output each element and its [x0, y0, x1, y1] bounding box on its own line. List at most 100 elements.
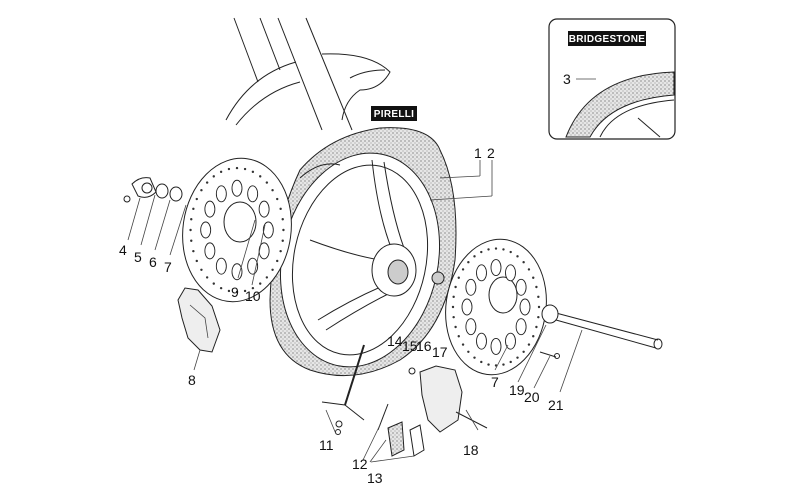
- svg-text:PIRELLI: PIRELLI: [374, 109, 414, 120]
- bridgestone-inset: BRIDGESTONE: [548, 18, 676, 140]
- disc-drill-dot: [454, 325, 457, 329]
- disc-drill-dot: [205, 181, 209, 184]
- disc-drill-dot: [454, 285, 457, 289]
- disc-vent-hole: [465, 318, 477, 336]
- disc-drill-dot: [473, 255, 476, 258]
- callout-21: 21: [548, 397, 564, 413]
- disc-drill-dot: [259, 282, 262, 285]
- callout-18: 18: [463, 442, 479, 458]
- disc-drill-dot: [535, 325, 538, 329]
- disc-vent-hole: [215, 185, 227, 203]
- disc-drill-dot: [195, 197, 198, 201]
- disc-drill-dot: [281, 218, 284, 221]
- callout-17: 17: [432, 344, 448, 360]
- disc-vent-hole: [476, 332, 487, 350]
- disc-drill-dot: [532, 335, 535, 338]
- disc-vent-hole: [515, 278, 527, 296]
- disc-vent-hole: [515, 318, 527, 336]
- brake-pads: [335, 403, 425, 457]
- disc-vent-hole: [476, 264, 487, 282]
- disc-drill-dot: [192, 249, 195, 253]
- disc-drill-dot: [205, 276, 209, 279]
- disc-drill-dot: [457, 276, 460, 279]
- callout-8: 8: [188, 372, 196, 388]
- disc-drill-dot: [243, 167, 247, 171]
- disc-vent-hole: [262, 221, 274, 239]
- disc-drill-dot: [219, 170, 223, 174]
- callout-2: 2: [487, 145, 495, 161]
- disc-drill-dot: [452, 315, 455, 319]
- wheel-leader: [321, 344, 365, 421]
- disc-drill-dot: [457, 335, 460, 338]
- disc-drill-dot: [212, 282, 215, 285]
- disc-drill-dot: [487, 248, 490, 251]
- disc-drill-dot: [537, 315, 540, 319]
- disc-vent-hole: [465, 278, 477, 296]
- svg-text:BRIDGESTONE: BRIDGESTONE: [569, 34, 645, 45]
- disc-drill-dot: [251, 286, 255, 290]
- disc-vent-hole: [231, 179, 243, 197]
- callout-20: 20: [524, 389, 540, 405]
- callout-6: 6: [149, 254, 157, 270]
- disc-drill-dot: [452, 295, 455, 299]
- disc-drill-dot: [451, 305, 455, 309]
- disc-drill-dot: [200, 188, 203, 192]
- disc-drill-dot: [509, 360, 512, 364]
- speedometer-drive: [123, 177, 183, 203]
- disc-vent-hole: [258, 200, 270, 218]
- disc-drill-dot: [259, 175, 262, 178]
- callout-1: 1: [474, 145, 482, 161]
- disc-drill-dot: [200, 268, 203, 272]
- disc-drill-dot: [522, 350, 525, 353]
- disc-drill-dot: [227, 167, 231, 171]
- disc-drill-dot: [279, 249, 282, 253]
- disc-drill-dot: [494, 247, 498, 250]
- callout-5: 5: [134, 249, 142, 265]
- disc-drill-dot: [192, 207, 195, 211]
- disc-drill-dot: [235, 290, 239, 294]
- fork-and-fender: [225, 17, 391, 131]
- front-axle: [539, 304, 663, 359]
- disc-drill-dot: [279, 207, 282, 211]
- disc-vent-hole: [231, 263, 243, 281]
- disc-drill-dot: [190, 239, 193, 242]
- disc-drill-dot: [212, 175, 215, 178]
- pirelli-label: PIRELLI: [371, 106, 417, 121]
- disc-drill-dot: [527, 268, 531, 271]
- disc-drill-dot: [227, 289, 231, 293]
- callout-9: 9: [231, 284, 239, 300]
- disc-drill-dot: [282, 228, 285, 232]
- disc-vent-hole: [461, 298, 473, 316]
- callout-4: 4: [119, 242, 127, 258]
- disc-drill-dot: [467, 350, 470, 353]
- disc-drill-dot: [251, 170, 255, 174]
- disc-drill-dot: [195, 259, 198, 263]
- leader-lines: [127, 160, 583, 463]
- disc-vent-hole: [215, 257, 227, 275]
- callout-10: 10: [245, 288, 261, 304]
- disc-drill-dot: [281, 239, 284, 242]
- disc-drill-dot: [535, 285, 538, 289]
- disc-drill-dot: [189, 228, 192, 232]
- disc-drill-dot: [276, 197, 279, 201]
- disc-drill-dot: [473, 356, 476, 359]
- brake-caliper-left: [177, 287, 221, 353]
- disc-vent-hole: [490, 337, 502, 355]
- disc-drill-dot: [537, 295, 540, 299]
- callout-13: 13: [367, 470, 383, 486]
- disc-drill-dot: [502, 363, 505, 366]
- disc-vent-hole: [519, 298, 531, 316]
- callout-12: 12: [352, 456, 368, 472]
- disc-drill-dot: [235, 166, 239, 170]
- disc-vent-hole: [505, 264, 516, 282]
- disc-vent-hole: [204, 242, 216, 260]
- disc-drill-dot: [516, 255, 519, 258]
- disc-drill-dot: [522, 261, 525, 264]
- callout-16: 16: [416, 338, 432, 354]
- disc-drill-dot: [271, 188, 274, 192]
- callout-15: 15: [402, 338, 418, 354]
- front-tire: [269, 127, 457, 377]
- disc-drill-dot: [265, 181, 269, 184]
- brake-caliper-right: [408, 365, 488, 433]
